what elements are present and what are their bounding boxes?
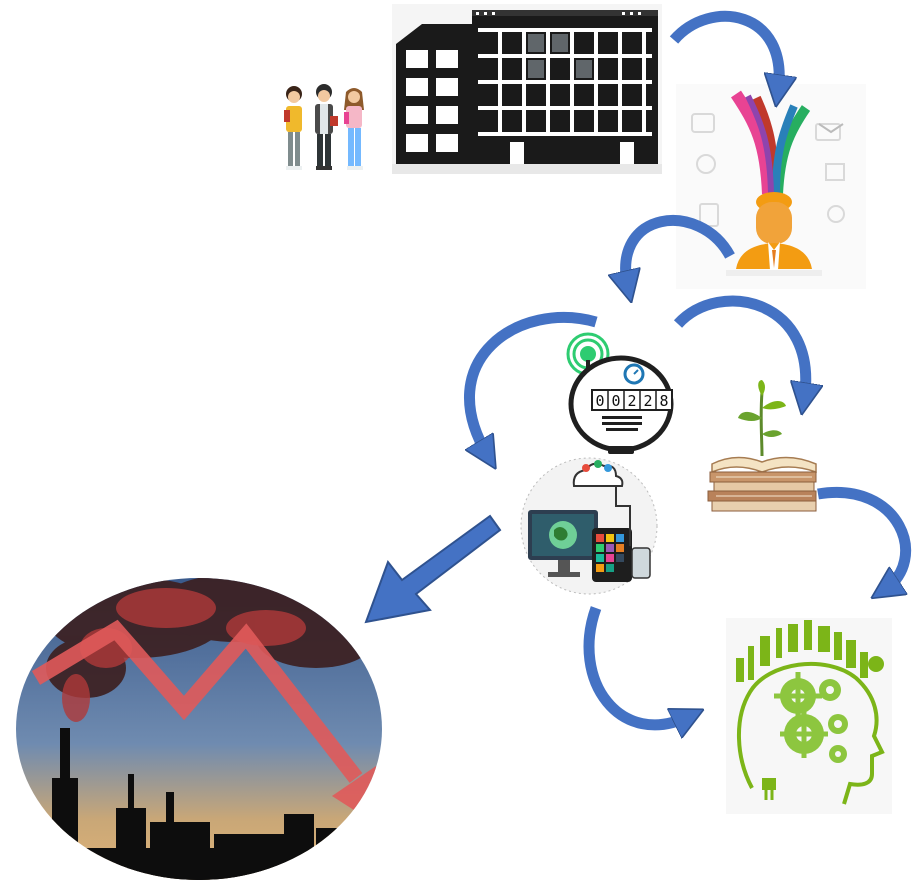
meter-digit-1: 0 xyxy=(595,392,604,410)
smart-meter-icon: 0 0 2 2 8 xyxy=(558,330,678,456)
meter-digit-5: 8 xyxy=(659,392,668,410)
arrow-devices-to-emissions xyxy=(364,514,502,624)
meter-digit-3: 2 xyxy=(627,392,636,410)
arrow-devices-to-green-mind xyxy=(583,606,690,725)
school-building-icon xyxy=(392,4,662,174)
students-icon xyxy=(278,82,370,174)
green-gears-head-icon xyxy=(726,618,892,814)
books-plant-icon xyxy=(706,378,822,518)
meter-digit-4: 2 xyxy=(643,392,652,410)
meter-digit-2: 0 xyxy=(611,392,620,410)
computer-devices-icon xyxy=(518,456,660,596)
factory-smoke-decline-icon xyxy=(16,578,382,880)
arrow-books-to-green-mind xyxy=(817,486,912,590)
knowledge-head-icon xyxy=(676,84,866,289)
arrow-building-to-knowledge xyxy=(669,11,779,92)
